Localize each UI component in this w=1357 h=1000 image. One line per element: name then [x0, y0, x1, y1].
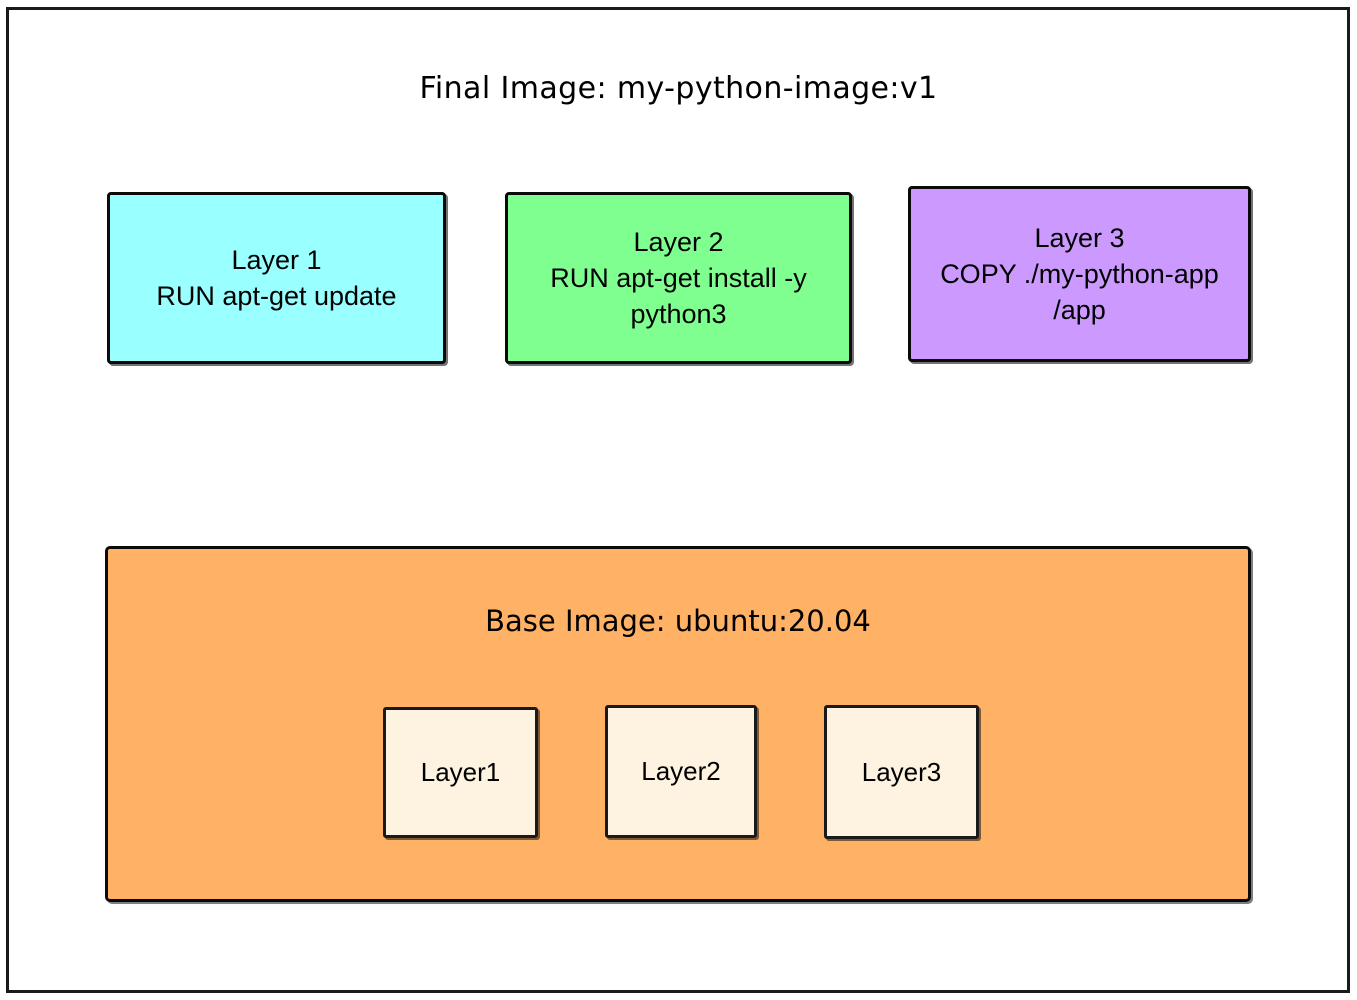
- diagram-outer-frame: [6, 7, 1350, 993]
- layer-card-3[interactable]: Layer 3 COPY ./my-python-app /app: [908, 186, 1251, 362]
- layer-card-2[interactable]: Layer 2 RUN apt-get install -y python3: [505, 192, 852, 364]
- layer-card-3-text: Layer 3 COPY ./my-python-app /app: [940, 222, 1219, 326]
- base-layer-square-1-label: Layer1: [420, 757, 501, 787]
- base-image-box[interactable]: Base Image: ubuntu:20.04 Layer1 Layer2 L…: [105, 546, 1251, 902]
- base-layer-square-1[interactable]: Layer1: [383, 707, 538, 838]
- base-layer-square-2-label: Layer2: [641, 756, 721, 786]
- layer-card-2-text: Layer 2 RUN apt-get install -y python3: [550, 226, 807, 330]
- base-layer-square-3-label: Layer3: [861, 756, 942, 787]
- base-layer-square-3[interactable]: Layer3: [824, 705, 979, 839]
- base-layer-square-2[interactable]: Layer2: [605, 705, 757, 838]
- layer-card-1[interactable]: Layer 1 RUN apt-get update: [107, 192, 446, 364]
- layer-card-1-text: Layer 1 RUN apt-get update: [156, 244, 397, 311]
- page-title: Final Image: my-python-image:v1: [419, 71, 938, 106]
- base-image-title: Base Image: ubuntu:20.04: [485, 604, 871, 638]
